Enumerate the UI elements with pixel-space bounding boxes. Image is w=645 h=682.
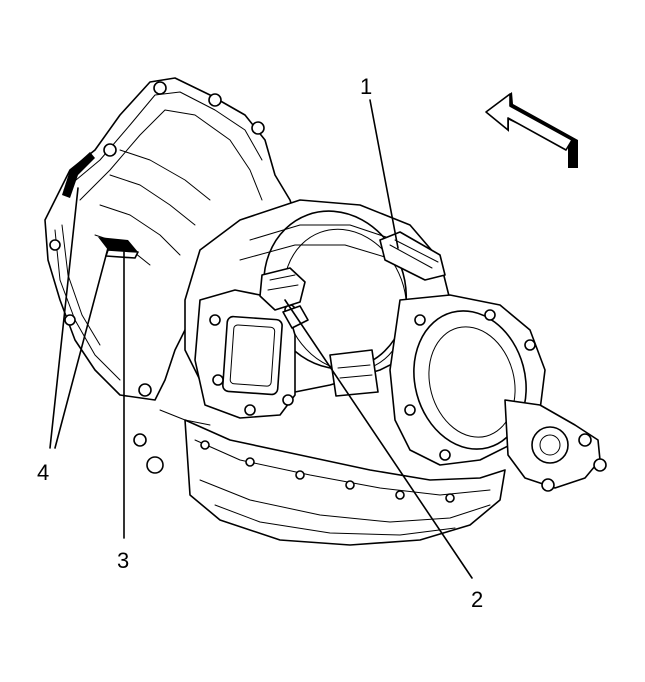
transmission-illustration xyxy=(44,77,607,546)
callout-labels: 1 2 3 4 xyxy=(37,74,483,612)
oil-pan xyxy=(184,419,506,546)
direction-arrow-icon xyxy=(485,92,578,168)
leader-line-4b xyxy=(54,247,109,449)
callout-4: 4 xyxy=(37,460,49,485)
callout-1: 1 xyxy=(360,74,372,99)
leader-lines xyxy=(49,99,473,579)
leader-line-2 xyxy=(284,299,473,579)
leader-line-1 xyxy=(369,99,399,249)
leader-line-4a xyxy=(49,187,79,449)
callout-2: 2 xyxy=(471,587,483,612)
electrical-connector xyxy=(259,267,306,311)
case-side-tag xyxy=(329,349,379,397)
callout-3: 3 xyxy=(117,548,129,573)
